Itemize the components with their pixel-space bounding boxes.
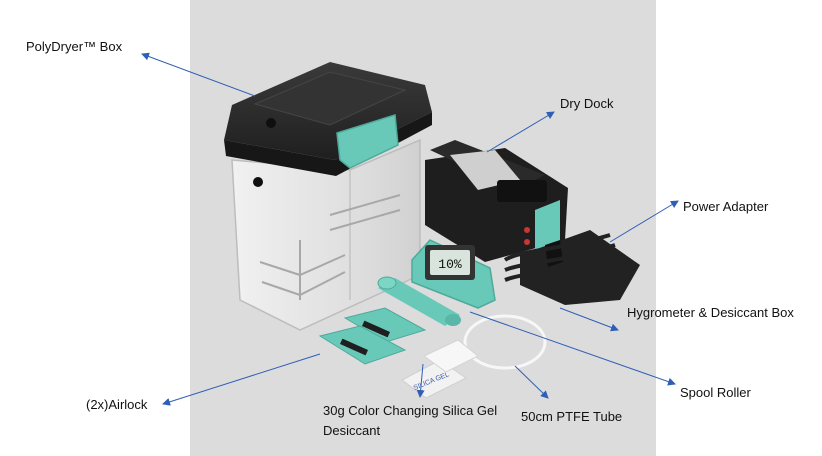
airlock-graphic	[318, 307, 427, 365]
arrow-hygrometer	[559, 307, 619, 332]
label-dry-dock: Dry Dock	[560, 96, 614, 111]
ptfe-tube-graphic	[463, 314, 547, 370]
callout-arrows	[141, 52, 679, 406]
arrow-ptfe-tube	[514, 365, 549, 399]
power-adapter-graphic	[503, 230, 640, 305]
hygrometer-reading: 10%	[438, 257, 462, 272]
arrow-airlock	[162, 353, 321, 406]
valve-icon	[253, 177, 263, 187]
label-hygrometer: Hygrometer & Desiccant Box	[627, 305, 794, 320]
spool-roller-graphic	[377, 276, 461, 326]
arrow-spool-roller	[469, 311, 676, 386]
arrow-power-adapter	[609, 200, 679, 243]
arrow-polydryer-box	[141, 52, 256, 97]
dry-dock-graphic	[425, 140, 568, 262]
label-ptfe-tube: 50cm PTFE Tube	[521, 409, 623, 424]
spool-holder-frame	[259, 194, 401, 300]
arrow-dry-dock	[486, 111, 555, 153]
hygrometer-graphic: 10%	[411, 239, 496, 309]
label-silica-gel: 30g Color Changing Silica Gel Desiccant	[323, 403, 498, 438]
label-spool-roller: Spool Roller	[680, 385, 751, 400]
label-airlock: (2x)Airlock	[86, 397, 148, 412]
silica-gel-graphic: SILICA GEL	[401, 339, 479, 399]
label-power-adapter: Power Adapter	[683, 199, 769, 214]
lid-clasp	[336, 114, 399, 169]
arrow-silica-gel	[416, 363, 425, 398]
label-polydryer-box: PolyDryer™ Box	[26, 39, 123, 54]
